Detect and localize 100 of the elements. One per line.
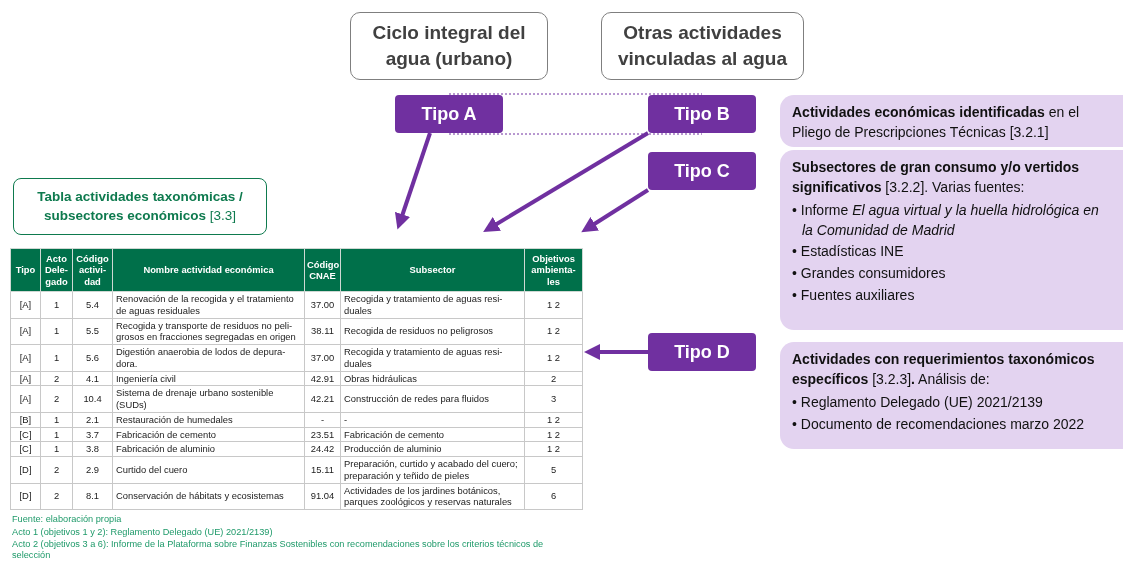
table-cell: Recogida y transporte de residuos no peli-grosos en fracciones segregadas en origen xyxy=(112,318,305,345)
table-cell: [A] xyxy=(10,344,41,371)
table-cell: Digestión anaerobia de lodos de depura-dora. xyxy=(112,344,305,371)
table-cell: 1 2 xyxy=(524,344,583,371)
table-cell: 42.91 xyxy=(304,371,341,386)
table-cell: 8.1 xyxy=(72,483,113,510)
footnote: Fuente: elaboración propia xyxy=(12,514,123,526)
table-cell: 42.21 xyxy=(304,385,341,413)
table-cell: Restauración de humedales xyxy=(112,412,305,427)
table-cell: 2 xyxy=(40,483,73,510)
table-cell: 4.1 xyxy=(72,371,113,386)
table-cell: Construcción de redes para fluidos xyxy=(340,385,525,413)
table-cell: Preparación, curtido y acabado del cuero; preparación y teñido de pieles xyxy=(340,456,525,483)
table-cell: [C] xyxy=(10,427,41,442)
bullet-item: • Estadísticas INE xyxy=(792,242,905,262)
table-cell: 24.42 xyxy=(304,441,341,457)
table-cell: 1 2 xyxy=(524,412,583,427)
table-cell: 5.5 xyxy=(72,318,113,345)
table-cell: 6 xyxy=(524,483,583,510)
table-cell: 2 xyxy=(40,371,73,386)
table-cell: 1 xyxy=(40,291,73,318)
table-cell: Actividades de los jardines botánicos, parques zoológicos y reservas naturales xyxy=(340,483,525,510)
table-cell: 2.1 xyxy=(72,412,113,427)
table-cell: [A] xyxy=(10,318,41,345)
type-box: Tipo A xyxy=(395,95,503,133)
table-cell: Fabricación de aluminio xyxy=(112,441,305,457)
table-cell: 5 xyxy=(524,456,583,483)
table-cell: 10.4 xyxy=(72,385,113,413)
table-cell: Obras hidráulicas xyxy=(340,371,525,386)
table-cell: Sistema de drenaje urbano sostenible (SUDs) xyxy=(112,385,305,413)
table-cell: Ingeniería civil xyxy=(112,371,305,386)
table-cell: 1 xyxy=(40,344,73,371)
table-cell: Producción de aluminio xyxy=(340,441,525,457)
header-cell: Objetivos ambienta-les xyxy=(524,248,583,292)
table-cell: Curtido del cuero xyxy=(112,456,305,483)
table-cell: Renovación de la recogida y el tratamiento de aguas residuales xyxy=(112,291,305,318)
table-cell: Recogida de residuos no peligrosos xyxy=(340,318,525,345)
table-cell: 1 2 xyxy=(524,441,583,457)
table-cell: [B] xyxy=(10,412,41,427)
table-cell: 1 xyxy=(40,412,73,427)
table-cell: [C] xyxy=(10,441,41,457)
type-box: Tipo B xyxy=(648,95,756,133)
bullet-item: • Documento de recomendaciones marzo 2022 xyxy=(792,414,1086,434)
table-cell: 91.04 xyxy=(304,483,341,510)
table-cell: 1 2 xyxy=(524,427,583,442)
table-cell: Recogida y tratamiento de aguas resi-duales xyxy=(340,344,525,371)
table-cell: Conservación de hábitats y ecosistemas xyxy=(112,483,305,510)
arrow xyxy=(483,131,650,233)
table-cell: 2 xyxy=(40,385,73,413)
table-cell: [D] xyxy=(10,456,41,483)
type-box: Tipo D xyxy=(648,333,756,371)
type-box: Tipo C xyxy=(648,152,756,190)
header-cell: Acto Dele-gado xyxy=(40,248,73,292)
info-box: Actividades económicas identificadas en el Pliego de Prescripciones Técnicas [3.2.1] xyxy=(780,95,1123,147)
table-cell: 1 xyxy=(40,441,73,457)
table-cell: 5.4 xyxy=(72,291,113,318)
table-cell: [D] xyxy=(10,483,41,510)
table-cell: 3.8 xyxy=(72,441,113,457)
bullet-item: • Informe El agua virtual y la huella hidrológica en la Comunidad de Madrid xyxy=(792,201,1100,240)
header-cell: Tipo xyxy=(10,248,41,292)
table-cell: 3.7 xyxy=(72,427,113,442)
table-cell: [A] xyxy=(10,385,41,413)
table-cell: 5.6 xyxy=(72,344,113,371)
header-cell: Nombre actividad económica xyxy=(112,248,305,292)
table-cell: Fabricación de cemento xyxy=(112,427,305,442)
table-cell: [A] xyxy=(10,371,41,386)
table-cell: - xyxy=(304,412,341,427)
arrow xyxy=(581,188,650,233)
table-cell: 2 xyxy=(524,371,583,386)
arrow xyxy=(584,344,648,360)
table-cell: 1 2 xyxy=(524,318,583,345)
bullet-item: • Fuentes auxiliares xyxy=(792,285,916,305)
header-cell: Código CNAE xyxy=(304,248,341,292)
table-cell: Fabricación de cemento xyxy=(340,427,525,442)
footnote: Acto 1 (objetivos 1 y 2): Reglamento Delegado (UE) 2021/2139) xyxy=(12,527,274,539)
arrow xyxy=(394,132,432,230)
table-cell: 23.51 xyxy=(304,427,341,442)
category-box: Otras actividades vinculadas al agua xyxy=(601,12,804,80)
table-cell: 37.00 xyxy=(304,291,341,318)
table-cell: 3 xyxy=(524,385,583,413)
category-box: Ciclo integral del agua (urbano) xyxy=(350,12,548,80)
header-cell: Subsector xyxy=(340,248,525,292)
table-cell: Recogida y tratamiento de aguas resi-duales xyxy=(340,291,525,318)
table-title-box: Tabla actividades taxonómicas / subsectores económicos [3.3] xyxy=(13,178,267,235)
info-box xyxy=(780,150,1123,330)
box-heading: Actividades con requerimientos taxonómicos específicos [3.2.3]. Análisis de: xyxy=(792,350,1096,389)
table-cell: 1 2 xyxy=(524,291,583,318)
bullet-item: • Grandes consumidores xyxy=(792,263,947,283)
footnote: Acto 2 (objetivos 3 a 6): Informe de la Plataforma sobre Finanzas Sostenibles con recomendaciones sobre los criterios técnicos de selección xyxy=(12,539,545,562)
box-heading: Subsectores de gran consumo y/o vertidos significativos [3.2.2]. Varias fuentes: xyxy=(792,158,1081,197)
table-cell: 2 xyxy=(40,456,73,483)
table-cell: 15.11 xyxy=(304,456,341,483)
table-cell: 1 xyxy=(40,427,73,442)
table-cell: 2.9 xyxy=(72,456,113,483)
table-cell: - xyxy=(340,412,525,427)
table-cell: 38.11 xyxy=(304,318,341,345)
header-cell: Código activi-dad xyxy=(72,248,113,292)
table-cell: [A] xyxy=(10,291,41,318)
table-cell: 37.00 xyxy=(304,344,341,371)
info-box xyxy=(780,342,1123,449)
